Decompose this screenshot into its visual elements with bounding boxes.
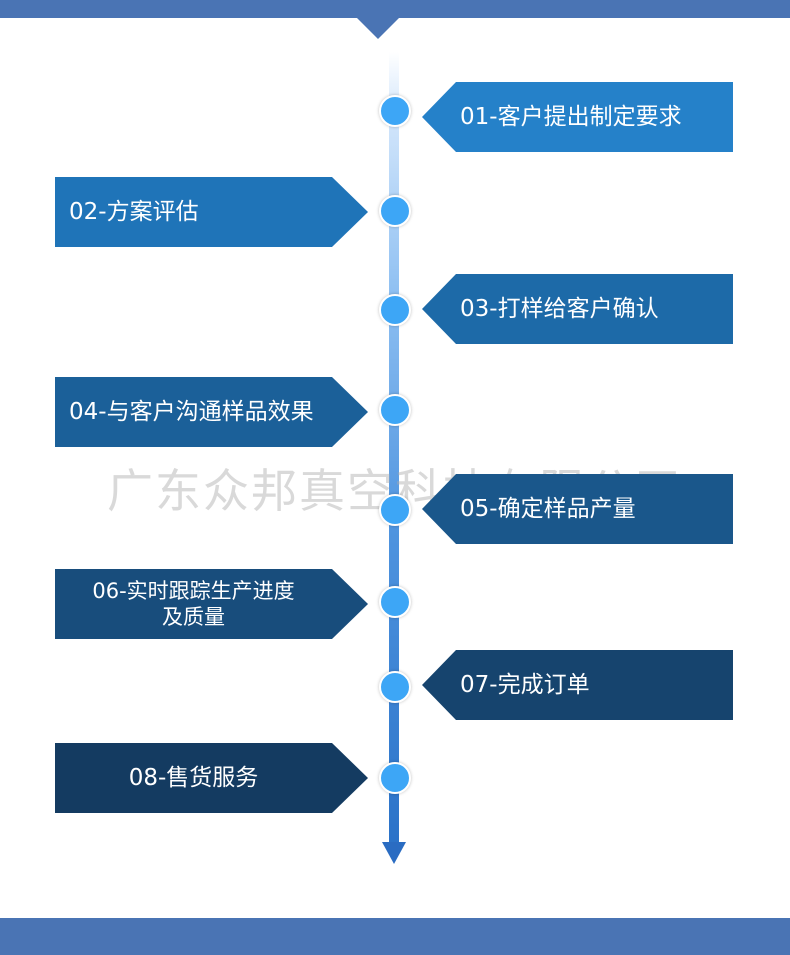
step-03: 03-打样给客户确认 bbox=[422, 274, 733, 344]
step-01-label: 01-客户提出制定要求 bbox=[460, 103, 682, 130]
step-05-label: 05-确定样品产量 bbox=[460, 495, 636, 522]
top-notch bbox=[355, 16, 401, 39]
step-07-label: 07-完成订单 bbox=[460, 671, 590, 698]
timeline-line bbox=[389, 52, 399, 848]
timeline-arrow-icon bbox=[382, 842, 406, 864]
timeline-dot-01 bbox=[379, 95, 411, 127]
step-01: 01-客户提出制定要求 bbox=[422, 82, 733, 152]
timeline-dot-07 bbox=[379, 671, 411, 703]
step-08: 08-售货服务 bbox=[55, 743, 368, 813]
timeline-dot-04 bbox=[379, 394, 411, 426]
top-bar bbox=[0, 0, 790, 18]
timeline-dot-02 bbox=[379, 195, 411, 227]
step-06-label-line2: 及质量 bbox=[162, 605, 225, 629]
bottom-bar bbox=[0, 918, 790, 955]
step-04-label: 04-与客户沟通样品效果 bbox=[69, 398, 314, 425]
timeline-dot-05 bbox=[379, 494, 411, 526]
step-05: 05-确定样品产量 bbox=[422, 474, 733, 544]
step-02: 02-方案评估 bbox=[55, 177, 368, 247]
step-06-label-line1: 06-实时跟踪生产进度 bbox=[92, 578, 295, 603]
step-08-label: 08-售货服务 bbox=[128, 764, 259, 791]
step-07: 07-完成订单 bbox=[422, 650, 733, 720]
step-02-label: 02-方案评估 bbox=[69, 198, 199, 225]
timeline-dot-08 bbox=[379, 762, 411, 794]
timeline-dot-03 bbox=[379, 294, 411, 326]
timeline-dot-06 bbox=[379, 586, 411, 618]
step-06: 06-实时跟踪生产进度 及质量 bbox=[55, 569, 368, 639]
step-04: 04-与客户沟通样品效果 bbox=[55, 377, 368, 447]
step-03-label: 03-打样给客户确认 bbox=[460, 295, 659, 322]
